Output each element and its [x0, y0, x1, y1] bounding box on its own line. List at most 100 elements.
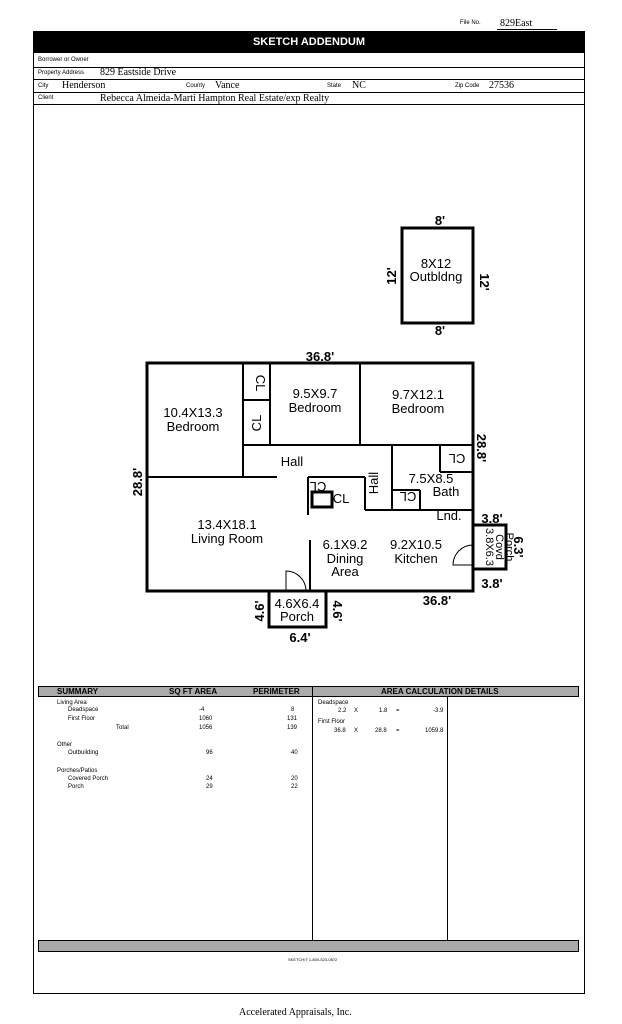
total-area: 1056 [199, 725, 213, 731]
covered-porch-dim-bottom: 3.8' [481, 576, 502, 591]
covered-porch-name1: Covd [493, 534, 505, 560]
porches-label: Porches/Patios [57, 768, 98, 774]
calc-deadspace-x: X [354, 708, 359, 714]
living-area-label: Living Area [57, 700, 87, 706]
county-label: County [186, 83, 206, 89]
closet-label-3: CL [333, 491, 350, 506]
calc-ff-b: 28.8 [375, 728, 387, 734]
summary-footer-bar [38, 940, 579, 952]
details-col: AREA CALCULATION DETAILS [381, 687, 499, 696]
floor-plan-sketch: 8' 8' 12' 12' 8X12 Outbldng 36.8' 36.8' … [130, 213, 526, 645]
state-label: State [327, 83, 342, 89]
first-floor-label: First Floor [68, 716, 95, 722]
zip-label: Zip Code [455, 83, 480, 89]
outbuilding-name: Outbldng [410, 269, 463, 284]
area-col: SQ FT AREA [169, 687, 218, 696]
deadspace-label: Deadspace [68, 707, 99, 713]
closet-label-2: CL [249, 415, 264, 432]
outbuilding-area: 96 [206, 750, 213, 756]
outbuilding-outline [400, 226, 475, 325]
other-label: Other [57, 742, 73, 748]
bedroom2-name: Bedroom [289, 400, 342, 415]
calc-deadspace-result: -3.9 [433, 708, 444, 714]
bath-name: Bath [433, 484, 460, 499]
dining-name2: Area [331, 564, 359, 579]
house-dim-top: 36.8' [306, 349, 334, 364]
living-size: 13.4X18.1 [197, 517, 256, 532]
closet-label-1: CL [253, 375, 268, 392]
outbuilding-dim-bottom: 8' [435, 323, 445, 338]
calc-deadspace-b: 1.8 [379, 708, 388, 714]
zip-value: 27536 [489, 80, 514, 91]
total-perimeter: 139 [287, 725, 298, 731]
bedroom3-size: 9.7X12.1 [392, 387, 444, 402]
calc-ff-result: 1059.8 [425, 728, 444, 734]
file-no-label: File No. [460, 20, 481, 26]
outbuilding-dim-left: 12' [384, 267, 399, 285]
deadspace-area: -4 [199, 707, 205, 713]
porch-label: Porch [68, 784, 84, 790]
client-value: Rebecca Almeida-Marti Hampton Real Estat… [100, 93, 330, 104]
calc-ff-x: X [354, 728, 359, 734]
city-value: Henderson [62, 80, 106, 91]
house-dim-bottom: 36.8' [423, 593, 451, 608]
outbuilding-size: 8X12 [421, 256, 451, 271]
hall-label: Hall [281, 454, 304, 469]
page-title: SKETCH ADDENDUM [33, 31, 585, 53]
covered-porch-perimeter: 20 [291, 776, 298, 782]
summary-header: SUMMARY SQ FT AREA PERIMETER AREA CALCUL… [38, 686, 579, 697]
calc-ff-a: 36.8 [334, 728, 346, 734]
porch-dim-bottom: 6.4' [289, 630, 310, 645]
borrower-label: Borrower or Owner [38, 57, 89, 63]
city-label: City [38, 83, 49, 89]
total-label: Total [116, 725, 129, 731]
outbuilding-dim-right: 12' [477, 273, 492, 291]
covered-porch-dim-side: 6.3' [511, 536, 526, 557]
hall-label-vertical: Hall [366, 472, 381, 495]
file-no-value: 829East [500, 18, 533, 29]
porch-size: 4.6X6.4 [275, 596, 320, 611]
calc-ff-eq: = [396, 728, 400, 734]
outbuilding-dim-top: 8' [435, 213, 445, 228]
kitchen-name: Kitchen [394, 551, 437, 566]
house-dim-right: 28.8' [474, 434, 489, 462]
summary-col: SUMMARY [57, 687, 99, 696]
porch-dim-right: 4.6' [330, 600, 345, 621]
kitchen-size: 9.2X10.5 [390, 537, 442, 552]
company-footer: Accelerated Appraisals, Inc. [239, 1007, 352, 1018]
sketch-code: SKETCH/T 1-800-523-0872 [288, 957, 338, 962]
porch-name: Porch [280, 609, 314, 624]
closet-label-6: CL [449, 451, 466, 466]
covered-porch-area: 24 [206, 776, 213, 782]
calc-deadspace-a: 2.2 [338, 708, 347, 714]
outbuilding-label: Outbuilding [68, 750, 99, 756]
state-value: NC [352, 80, 366, 91]
client-label: Client [38, 95, 54, 101]
closet-label-5: CL [400, 489, 417, 504]
bedroom2-size: 9.5X9.7 [293, 386, 338, 401]
covered-porch-name2: Porch [503, 533, 515, 562]
perimeter-col: PERIMETER [253, 687, 300, 696]
calc-deadspace-label: Deadspace [318, 700, 349, 706]
covered-porch-size: 3.8X6.3 [483, 528, 495, 566]
first-floor-area: 1060 [199, 716, 213, 722]
dining-name1: Dining [327, 551, 364, 566]
porch-dim-left: 4.6' [252, 600, 267, 621]
first-floor-perimeter: 131 [287, 716, 298, 722]
covered-porch-dim-top: 3.8' [481, 511, 502, 526]
bath-size: 7.5X8.5 [409, 471, 454, 486]
county-value: Vance [215, 80, 240, 91]
calc-ff-label: First Floor [318, 719, 345, 725]
porch-outline [267, 589, 328, 629]
covered-porch-label: Covered Porch [68, 776, 109, 782]
calc-deadspace-eq: = [396, 708, 400, 714]
porch-perimeter: 22 [291, 784, 298, 790]
address-label: Property Address [38, 70, 85, 76]
porch-area: 29 [206, 784, 213, 790]
outbuilding-perimeter: 40 [291, 750, 298, 756]
house-dim-left: 28.8' [130, 468, 145, 496]
bedroom1-name: Bedroom [167, 419, 220, 434]
bedroom1-size: 10.4X13.3 [163, 405, 222, 420]
bedroom3-name: Bedroom [392, 401, 445, 416]
deadspace-perimeter: 8 [291, 707, 295, 713]
